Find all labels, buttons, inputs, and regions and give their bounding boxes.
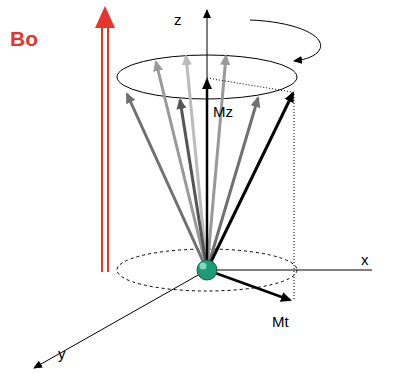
vector-label: Mt xyxy=(272,314,289,329)
mt-vector xyxy=(207,270,290,300)
projection-line xyxy=(294,94,295,300)
axis-label: x xyxy=(361,252,369,267)
x-axis xyxy=(207,270,372,271)
axis-label: y xyxy=(58,346,66,361)
vector-label: Mz xyxy=(213,104,233,119)
moment-vector xyxy=(127,94,207,270)
rotation-arrow xyxy=(250,20,321,61)
magnetization-vector xyxy=(207,93,293,270)
projection-line xyxy=(207,78,292,92)
mz-vector xyxy=(206,80,209,270)
moment-vector xyxy=(180,100,207,270)
z-axis xyxy=(207,10,208,270)
nucleus-sphere xyxy=(197,260,217,280)
sphere-highlight xyxy=(200,263,207,270)
field-label: Bo xyxy=(10,28,38,49)
field-arrow xyxy=(95,6,115,272)
axis-label: z xyxy=(174,12,182,27)
moment-vector xyxy=(156,62,207,270)
y-axis xyxy=(34,270,207,368)
